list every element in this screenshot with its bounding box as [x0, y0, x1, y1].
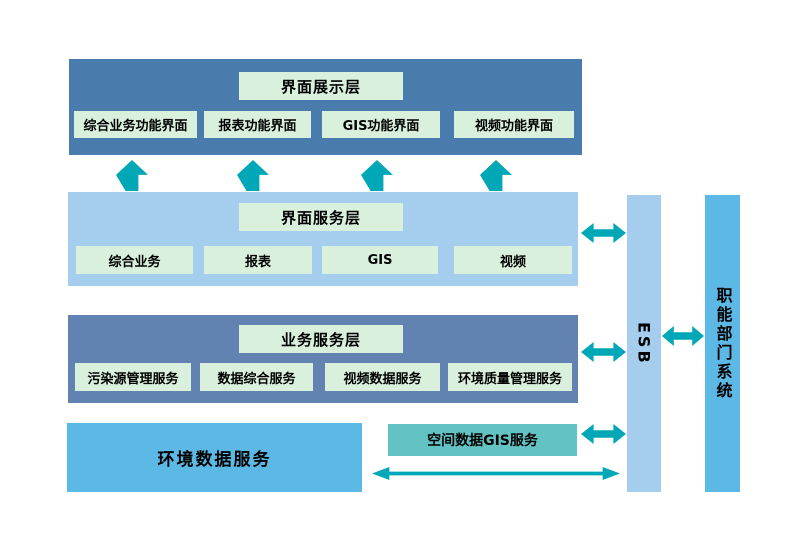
- business-item-video-data: 视频数据服务: [325, 363, 440, 391]
- dept-system-bar: 职能部门系统: [705, 195, 740, 492]
- double-arrow-icon: [581, 424, 626, 444]
- double-arrow-icon: [581, 342, 626, 362]
- up-arrow-icon: [480, 160, 512, 191]
- spatial-gis-service-box: 空间数据GIS服务: [388, 424, 577, 456]
- ui-service-item-integrated: 综合业务: [76, 246, 193, 274]
- esb-bar: ESB: [627, 195, 661, 492]
- business-item-env-quality: 环境质量管理服务: [448, 363, 572, 391]
- double-arrow-icon: [581, 223, 626, 243]
- business-item-data-integration: 数据综合服务: [200, 363, 313, 391]
- presentation-layer-title: 界面展示层: [239, 72, 403, 100]
- business-service-layer-title: 业务服务层: [239, 325, 403, 353]
- ui-service-item-report: 报表: [204, 246, 312, 274]
- presentation-item-video-ui: 视频功能界面: [454, 111, 574, 138]
- double-arrow-icon: [662, 326, 704, 346]
- dept-system-label: 职能部门系统: [713, 286, 733, 401]
- up-arrow-icon: [237, 160, 269, 191]
- ui-service-item-video: 视频: [454, 246, 572, 274]
- long-double-arrow-icon: [372, 467, 620, 480]
- ui-service-layer-title: 界面服务层: [239, 203, 403, 231]
- ui-service-item-gis: GIS: [322, 246, 438, 274]
- presentation-item-gis-ui: GIS功能界面: [322, 111, 440, 138]
- up-arrow-icon: [361, 160, 393, 191]
- presentation-item-report-ui: 报表功能界面: [204, 111, 311, 138]
- presentation-item-integrated-ui: 综合业务功能界面: [74, 111, 197, 138]
- business-item-pollution-source: 污染源管理服务: [75, 363, 191, 391]
- esb-label: ESB: [634, 321, 654, 366]
- up-arrow-icon: [116, 160, 148, 191]
- env-data-service-box: 环境数据服务: [67, 423, 362, 492]
